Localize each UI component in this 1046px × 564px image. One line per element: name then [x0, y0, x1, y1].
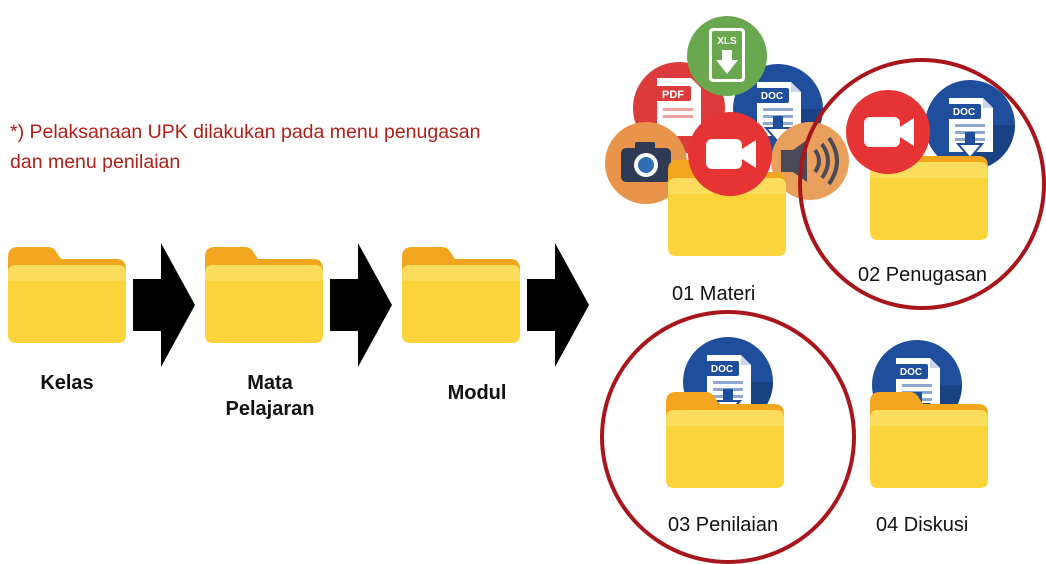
flow-step-mata-pelajaran-label-line2: Pelajaran: [225, 398, 315, 420]
flow-arrow-2-icon: [330, 243, 392, 367]
flow-arrow-1-icon: [133, 243, 195, 367]
flow-step-modul: Modul: [422, 380, 532, 406]
svg-text:DOC: DOC: [761, 91, 783, 102]
mata-pelajaran-folder-icon: [205, 247, 323, 343]
menu-penilaian-label: 03 Penilaian: [668, 514, 779, 536]
video-camera-icon: [846, 90, 930, 174]
doc-file-icon: DOC: [682, 336, 774, 428]
camera-icon: [605, 122, 687, 204]
menu-diskusi-label: 04 Diskusi: [876, 514, 969, 536]
modul-folder-icon: [402, 247, 520, 343]
svg-text:XLS: XLS: [717, 36, 737, 47]
menu-materi-label: 01 Materi: [672, 283, 756, 305]
doc-file-icon: DOC: [924, 79, 1016, 171]
svg-text:DOC: DOC: [953, 107, 975, 118]
video-camera-icon: [688, 112, 772, 196]
upk-note: *) Pelaksanaan UPK dilakukan pada menu p…: [10, 117, 570, 177]
doc-file-icon: DOC: [732, 63, 824, 155]
flow-step-mata-pelajaran: Mata Pelajaran: [205, 370, 335, 422]
doc-file-icon: DOC: [871, 339, 963, 431]
svg-text:DOC: DOC: [711, 364, 733, 375]
xls-file-icon: XLS: [687, 16, 767, 96]
kelas-folder-icon: [8, 247, 126, 343]
flow-step-modul-label: Modul: [447, 382, 507, 404]
flow-step-kelas-label: Kelas: [40, 372, 94, 394]
diskusi-folder-icon: [870, 392, 988, 488]
svg-text:DOC: DOC: [900, 367, 922, 378]
penilaian-folder-icon: [666, 392, 784, 488]
upk-note-line1: *) Pelaksanaan UPK dilakukan pada menu p…: [10, 121, 481, 143]
flow-arrow-3-icon: [527, 243, 589, 367]
flow-step-kelas: Kelas: [12, 370, 122, 396]
menu-penugasan-label: 02 Penugasan: [858, 264, 988, 286]
svg-text:PDF: PDF: [662, 89, 684, 101]
upk-note-line2: dan menu penilaian: [10, 151, 181, 173]
flow-step-mata-pelajaran-label-line1: Mata: [247, 372, 293, 394]
